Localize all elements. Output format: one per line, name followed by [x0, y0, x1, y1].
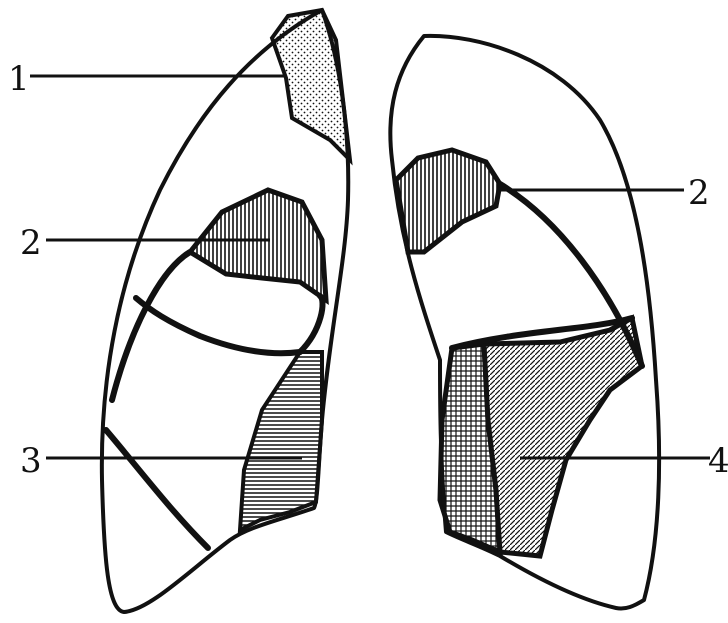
- right-lung: [390, 36, 659, 609]
- left-lung: [102, 10, 350, 612]
- callout-2-left: 2: [20, 223, 42, 263]
- left-boundary-c: [300, 296, 323, 352]
- right-segment-2-shading: [396, 150, 500, 252]
- left-boundary-a: [136, 298, 300, 353]
- segment-2-shading: [190, 190, 326, 300]
- callout-1: 1: [8, 59, 30, 99]
- left-boundary-d: [106, 430, 208, 548]
- right-segment-4-shading: [484, 318, 642, 556]
- callout-3: 3: [20, 441, 42, 481]
- callout-4: 4: [708, 441, 728, 481]
- segment-3-shading: [240, 352, 322, 530]
- callout-2-right: 2: [688, 173, 710, 213]
